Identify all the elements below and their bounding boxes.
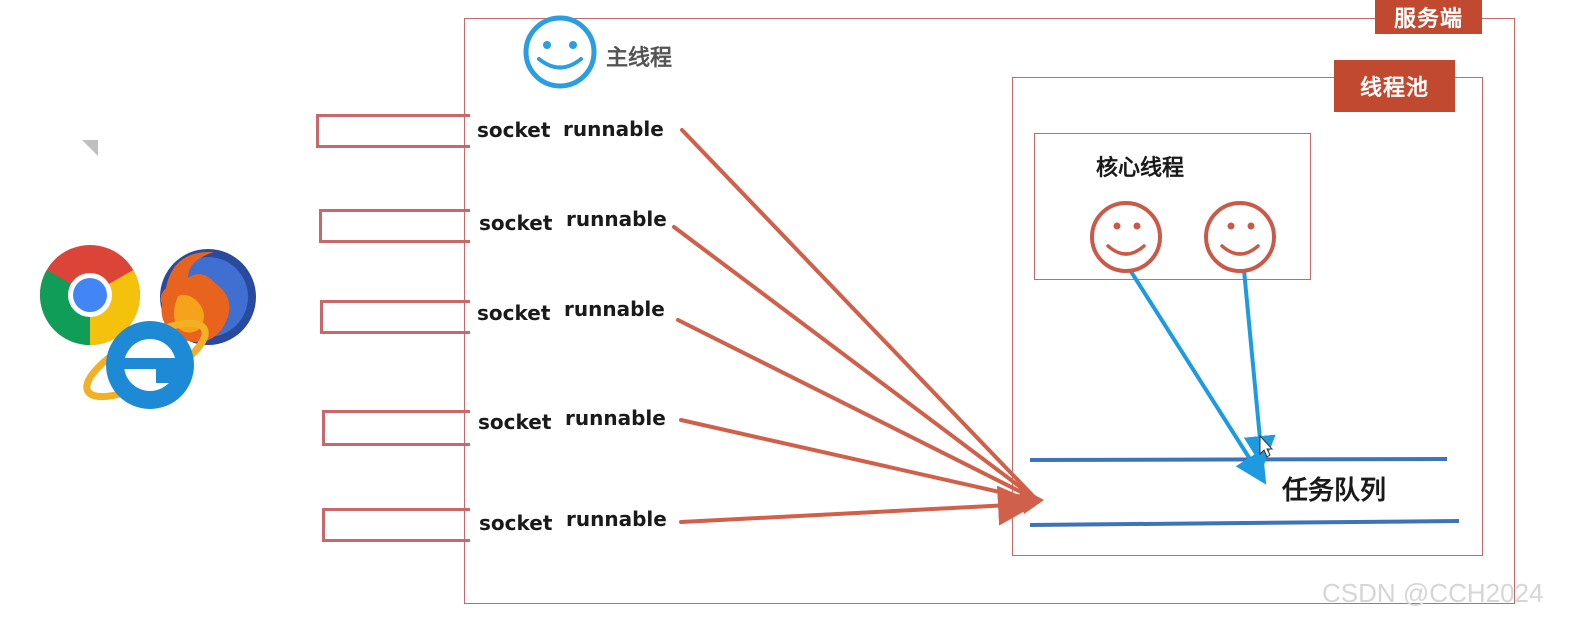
socket-label-2: socket — [479, 211, 553, 235]
request-arrow-1 — [680, 128, 1037, 500]
runnable-label-5: runnable — [566, 507, 667, 531]
socket-label-4: socket — [478, 410, 552, 434]
core-threads-box — [1034, 133, 1311, 280]
connection-bracket-4 — [322, 410, 470, 446]
core-thread-arrow-2 — [1242, 268, 1276, 468]
task-queue-label: 任务队列 — [1282, 476, 1387, 506]
server-box — [464, 18, 1515, 604]
socket-label-3: socket — [477, 301, 551, 325]
smiley-blue-icon — [523, 15, 597, 89]
server-tag: 服务端 — [1375, 0, 1482, 34]
thread-pool-box — [1012, 77, 1483, 556]
browser-icons — [40, 245, 256, 409]
core-thread-arrow-1 — [1128, 268, 1267, 485]
cursor-icon — [1259, 434, 1274, 458]
smiley-red-icon — [1090, 201, 1162, 273]
request-arrow-2 — [672, 225, 1037, 500]
runnable-label-2: runnable — [566, 207, 667, 231]
connection-bracket-2 — [319, 209, 470, 243]
request-arrows — [672, 128, 1038, 526]
main-thread-label: 主线程 — [606, 46, 673, 71]
corner-mark — [82, 140, 98, 156]
internet-explorer-icon — [83, 319, 209, 409]
request-arrow-3 — [676, 318, 1037, 501]
request-arrow-5 — [679, 485, 1038, 526]
core-threads-label: 核心线程 — [1096, 156, 1185, 181]
watermark: CSDN @CCH2024 — [1322, 578, 1544, 608]
smiley-red-icon — [1204, 201, 1276, 273]
connection-bracket-1 — [316, 114, 470, 148]
runnable-label-1: runnable — [563, 117, 664, 141]
task-queue-top-line — [1029, 457, 1448, 462]
runnable-label-3: runnable — [564, 297, 665, 321]
chrome-icon — [40, 245, 140, 345]
task-queue-bottom-line — [1029, 519, 1460, 527]
socket-label-5: socket — [479, 511, 553, 535]
connection-bracket-5 — [322, 508, 470, 542]
runnable-label-4: runnable — [565, 406, 666, 430]
request-arrowhead — [1018, 486, 1044, 514]
socket-label-1: socket — [477, 118, 551, 142]
request-arrow-4 — [679, 418, 1037, 502]
thread-pool-tag: 线程池 — [1334, 60, 1455, 112]
connection-bracket-3 — [320, 300, 470, 334]
